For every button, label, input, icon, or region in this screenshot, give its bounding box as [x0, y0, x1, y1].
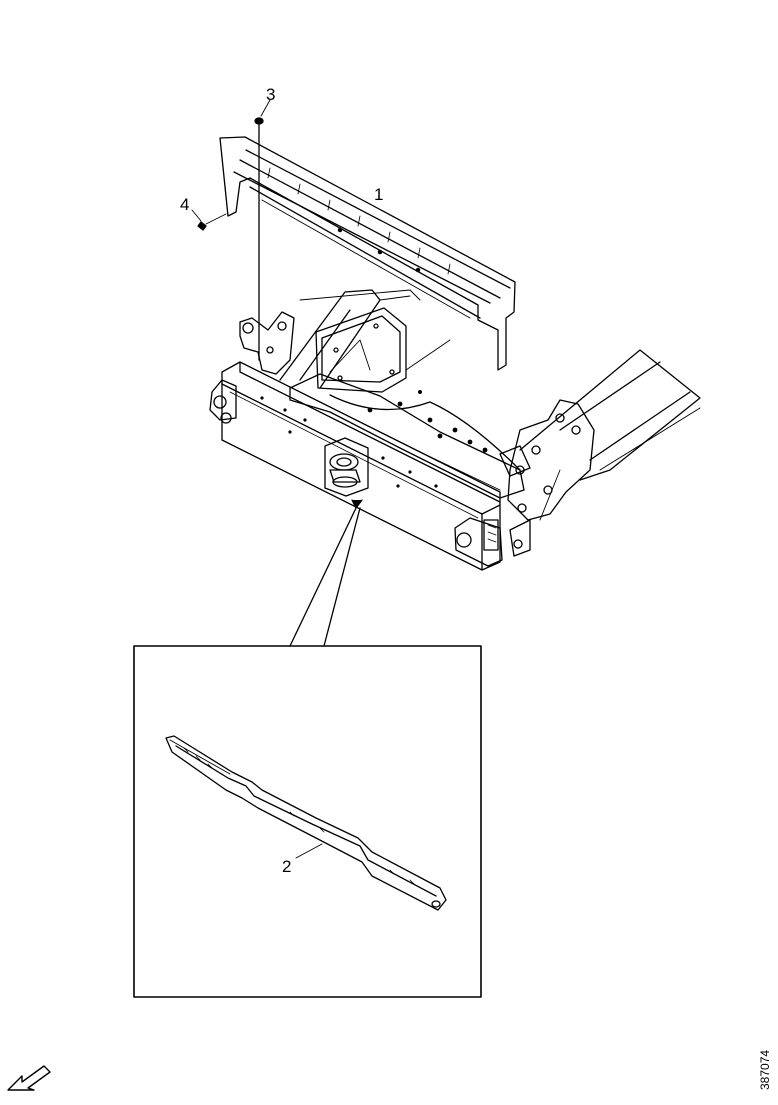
mounting-plate — [299, 289, 421, 393]
part-3-bolt — [254, 99, 271, 361]
detail-inset — [133, 645, 482, 998]
part-1-cross-beam — [219, 136, 516, 371]
callout-4: 4 — [180, 195, 190, 214]
callout-1: 1 — [374, 185, 384, 204]
front-direction-arrow-icon — [7, 1065, 51, 1091]
part-4-screw — [191, 209, 227, 231]
chassis-frame — [209, 289, 701, 571]
part-2-reinforcement-bar — [165, 735, 447, 911]
callout-3: 3 — [266, 85, 276, 104]
document-number: 387074 — [758, 1049, 772, 1090]
detail-leader-lines — [289, 499, 363, 647]
callout-2: 2 — [282, 857, 292, 876]
tow-hook — [324, 437, 369, 497]
